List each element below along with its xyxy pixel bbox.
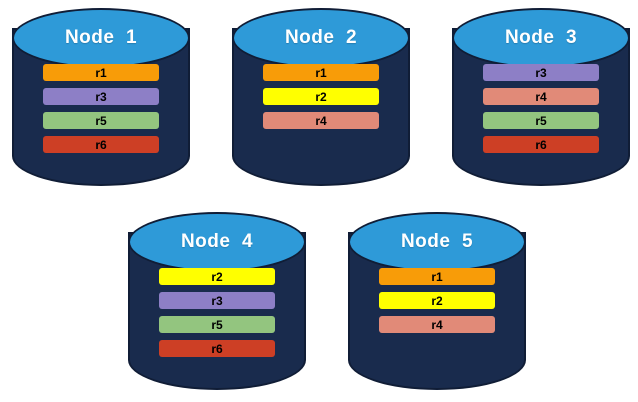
replica-list: r1 r2 r4 — [263, 64, 379, 129]
cylinder-top-ellipse — [452, 8, 630, 68]
replica-bar-r2[interactable]: r2 — [263, 88, 379, 105]
replica-list: r1 r2 r4 — [379, 268, 495, 333]
replica-bar-r1[interactable]: r1 — [379, 268, 495, 285]
replica-bar-r3[interactable]: r3 — [43, 88, 159, 105]
replica-bar-r2[interactable]: r2 — [379, 292, 495, 309]
replica-list: r1 r3 r5 r6 — [43, 64, 159, 153]
replica-bar-r3[interactable]: r3 — [483, 64, 599, 81]
replica-bar-r6[interactable]: r6 — [483, 136, 599, 153]
replica-bar-r5[interactable]: r5 — [159, 316, 275, 333]
cylinder-top-ellipse — [128, 212, 306, 272]
replica-bar-r4[interactable]: r4 — [263, 112, 379, 129]
replica-bar-r6[interactable]: r6 — [43, 136, 159, 153]
replica-bar-r5[interactable]: r5 — [43, 112, 159, 129]
cylinder-top-ellipse — [348, 212, 526, 272]
replica-bar-r1[interactable]: r1 — [263, 64, 379, 81]
replica-bar-r5[interactable]: r5 — [483, 112, 599, 129]
cylinder-top-ellipse — [232, 8, 410, 68]
replica-bar-r1[interactable]: r1 — [43, 64, 159, 81]
replica-bar-r6[interactable]: r6 — [159, 340, 275, 357]
replica-bar-r2[interactable]: r2 — [159, 268, 275, 285]
replica-bar-r3[interactable]: r3 — [159, 292, 275, 309]
replica-list: r2 r3 r5 r6 — [159, 268, 275, 357]
cylinder-top-ellipse — [12, 8, 190, 68]
replica-bar-r4[interactable]: r4 — [379, 316, 495, 333]
replica-bar-r4[interactable]: r4 — [483, 88, 599, 105]
replica-list: r3 r4 r5 r6 — [483, 64, 599, 153]
